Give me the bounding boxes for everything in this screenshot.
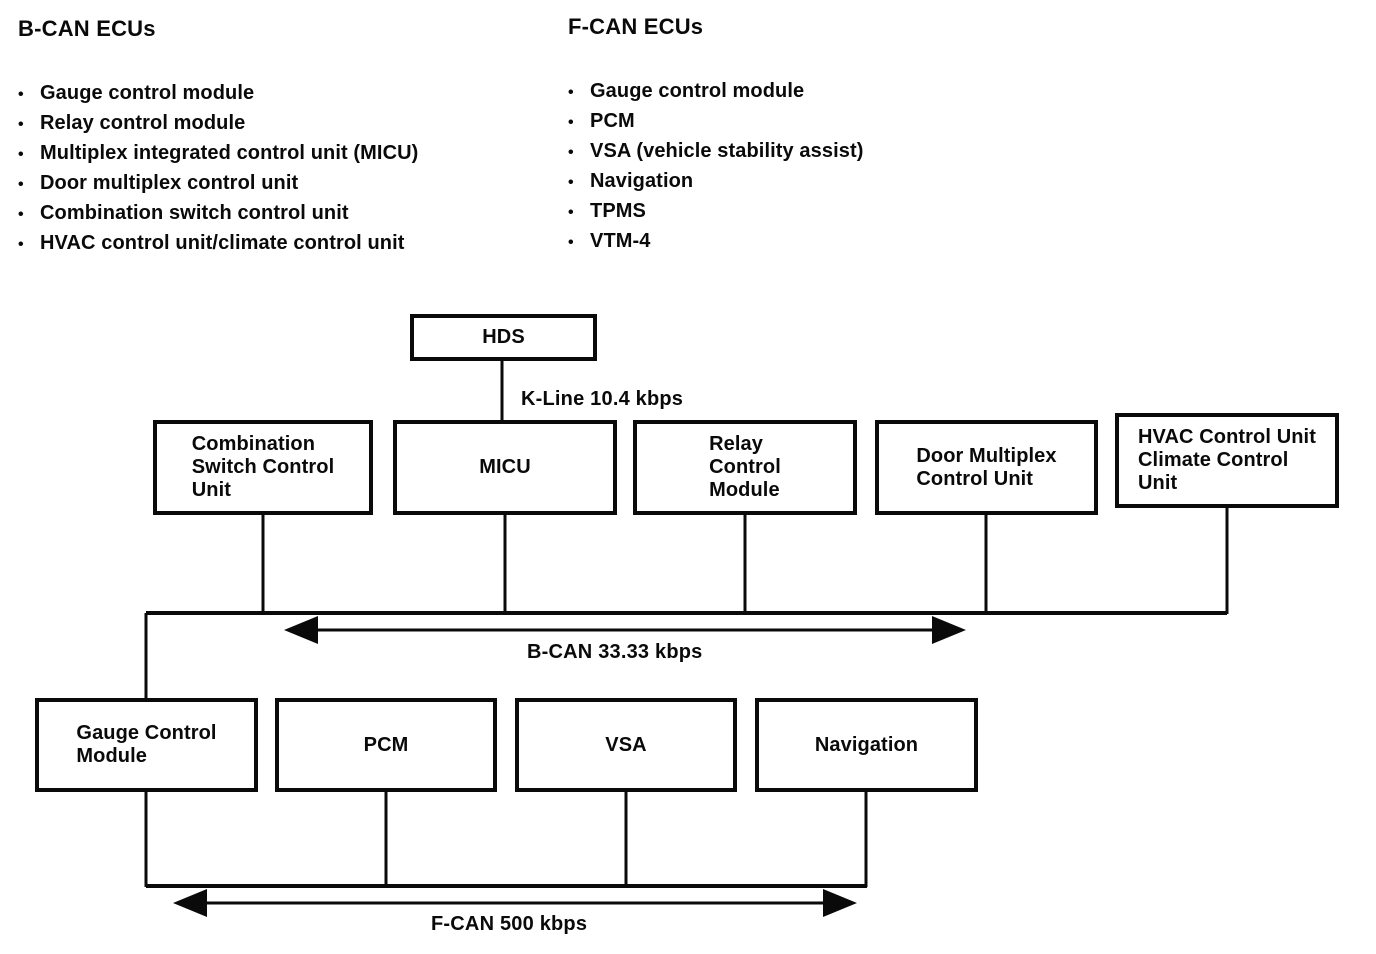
list-item-label: Gauge control module (40, 82, 255, 104)
list-item-label: VSA (vehicle stability assist) (590, 140, 864, 162)
list-item: • Relay control module (18, 112, 418, 142)
bullet-icon: • (568, 174, 574, 191)
node-label: HDS (482, 326, 525, 348)
list-item-label: Multiplex integrated control unit (MICU) (40, 142, 419, 164)
bullet-icon: • (568, 144, 574, 161)
node-label: Combination Switch Control Unit (191, 433, 335, 501)
node-relay-control-module: Relay Control Module (633, 420, 857, 515)
fcan-ecus-section: F-CAN ECUs • Gauge control module • PCM … (568, 14, 863, 260)
node-combination-switch-control-unit: Combination Switch Control Unit (153, 420, 373, 515)
node-label: Gauge Control Module (76, 722, 217, 767)
node-label: Navigation (814, 733, 919, 756)
bullet-icon: • (18, 146, 24, 163)
bcan-ecus-title: B-CAN ECUs (18, 16, 156, 41)
node-label: MICU (479, 456, 531, 478)
bullet-icon: • (568, 84, 574, 101)
bullet-icon: • (18, 86, 24, 103)
list-item-label: Relay control module (40, 112, 246, 134)
bcan-ecus-section: B-CAN ECUs • Gauge control module • Rela… (18, 16, 418, 262)
node-label: HVAC Control Unit Climate Control Unit (1138, 426, 1316, 494)
list-item: • Combination switch control unit (18, 202, 418, 232)
bullet-icon: • (18, 116, 24, 133)
fcan-arrow (173, 889, 857, 917)
fcan-arrow-right-head-icon (823, 889, 857, 917)
list-item-label: HVAC control unit/climate control unit (40, 232, 405, 254)
bcan-bus-speed-label: B-CAN 33.33 kbps (527, 641, 703, 663)
list-item: • TPMS (568, 200, 863, 230)
list-item-label: Door multiplex control unit (40, 172, 299, 194)
bcan-arrow-left-head-icon (284, 616, 318, 644)
list-item: • VSA (vehicle stability assist) (568, 140, 863, 170)
kline-speed-label: K-Line 10.4 kbps (521, 388, 684, 410)
bcan-arrow (284, 616, 966, 644)
bullet-icon: • (18, 206, 24, 223)
list-item: • Gauge control module (18, 82, 418, 112)
node-micu: MICU (393, 420, 617, 515)
list-item: • Door multiplex control unit (18, 172, 418, 202)
node-label: Door Multiplex Control Unit (916, 444, 1057, 490)
node-pcm: PCM (275, 698, 497, 792)
list-item-label: Gauge control module (590, 80, 805, 102)
list-item-label: Combination switch control unit (40, 202, 349, 224)
bullet-icon: • (568, 234, 574, 251)
bullet-icon: • (568, 114, 574, 131)
node-door-multiplex-control-unit: Door Multiplex Control Unit (875, 420, 1098, 515)
bullet-icon: • (18, 236, 24, 253)
node-hvac-control-unit: HVAC Control Unit Climate Control Unit (1115, 413, 1339, 508)
node-vsa: VSA (515, 698, 737, 792)
bullet-icon: • (568, 204, 574, 221)
list-item-label: TPMS (590, 200, 646, 222)
list-item-label: PCM (590, 110, 635, 132)
list-item: • Multiplex integrated control unit (MIC… (18, 142, 418, 172)
list-item-label: Navigation (590, 170, 694, 192)
node-gauge-control-module: Gauge Control Module (35, 698, 258, 792)
node-label: Relay Control Module (709, 433, 781, 501)
fcan-arrow-left-head-icon (173, 889, 207, 917)
list-item: • Gauge control module (568, 80, 863, 110)
bcan-arrow-right-head-icon (932, 616, 966, 644)
list-item: • VTM-4 (568, 230, 863, 260)
node-navigation: Navigation (755, 698, 978, 792)
fcan-ecus-title: F-CAN ECUs (568, 14, 704, 39)
node-label: VSA (605, 733, 647, 756)
bullet-icon: • (18, 176, 24, 193)
node-hds: HDS (410, 314, 597, 361)
list-item-label: VTM-4 (590, 230, 651, 252)
fcan-ecus-list: • Gauge control module • PCM • VSA (vehi… (568, 80, 863, 260)
fcan-bus-speed-label: F-CAN 500 kbps (431, 913, 588, 935)
bcan-ecus-list: • Gauge control module • Relay control m… (18, 82, 418, 262)
list-item: • Navigation (568, 170, 863, 200)
list-item: • PCM (568, 110, 863, 140)
list-item: • HVAC control unit/climate control unit (18, 232, 418, 262)
node-label: PCM (363, 733, 409, 756)
